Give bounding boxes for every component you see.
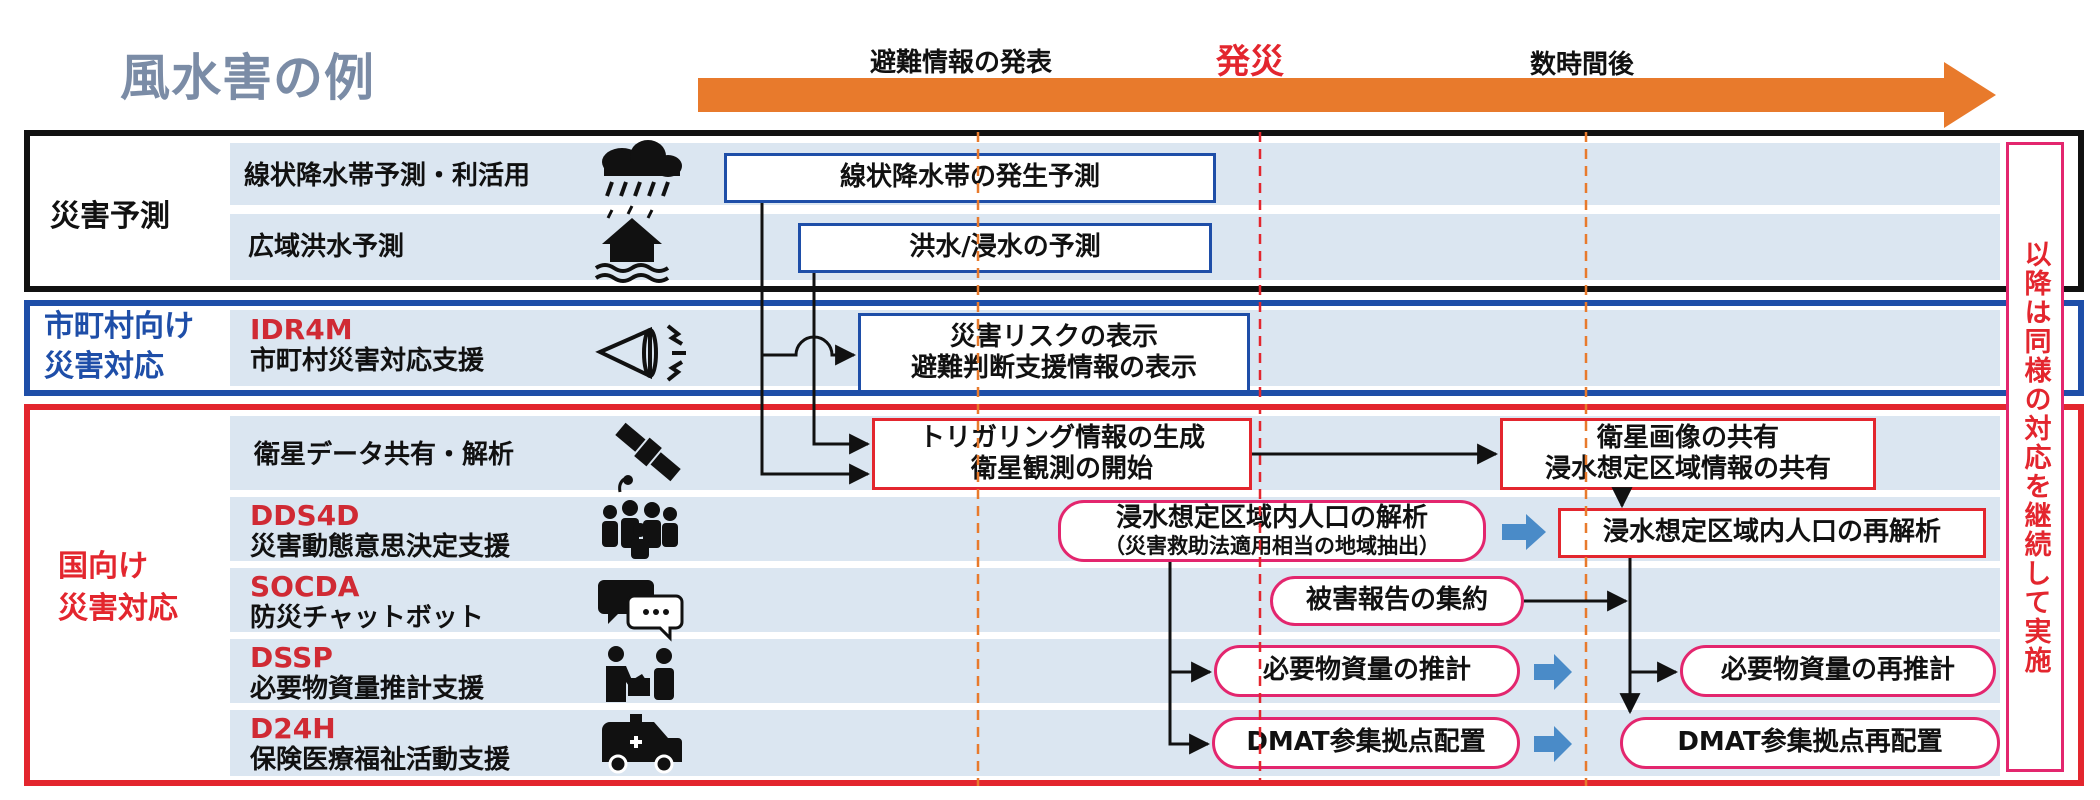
phase-hours-later: 数時間後 (1530, 50, 1635, 80)
satellite-icon (615, 422, 681, 493)
category-municipal-line1: 市町村向け (44, 309, 194, 344)
connector-flood-to-trigger (812, 273, 871, 455)
connector-rain-to-trigger (760, 203, 871, 485)
box-triggering-line2: 衛星観測の開始 (970, 454, 1153, 484)
row-bg-socda (230, 568, 2000, 632)
row-code-idr4m: IDR4M (250, 313, 353, 346)
page-title: 風水害の例 (120, 49, 375, 107)
row-code-socda: SOCDA (250, 570, 360, 603)
row-code-d24h: D24H (250, 712, 336, 745)
group-prediction (24, 130, 2084, 292)
pill-dmat-placement: DMAT参集拠点配置 (1212, 717, 1520, 769)
box-triggering: トリガリング情報の生成 衛星観測の開始 (872, 418, 1252, 490)
phase-disaster-onset: 発災 (1216, 42, 1284, 82)
box-risk-display-line1: 災害リスクの表示 (949, 321, 1158, 352)
category-prediction: 災害予測 (50, 199, 170, 234)
pill-supplies-estimate: 必要物資量の推計 (1214, 645, 1520, 697)
rain-cloud-icon (602, 140, 682, 197)
box-risk-display-line2: 避難判断支援情報の表示 (910, 353, 1197, 383)
row-label-idr4m: 市町村災害対応支援 (250, 346, 485, 376)
row-label-flood: 広域洪水予測 (248, 232, 405, 262)
box-satellite-share: 衛星画像の共有 浸水想定区域情報の共有 (1500, 418, 1876, 490)
pill-dmat-replacement: DMAT参集拠点再配置 (1620, 717, 2000, 769)
megaphone-icon (595, 324, 686, 382)
pill-population-analysis: 浸水想定区域内人口の解析 （災害救助法適用相当の地域抽出） (1058, 500, 1486, 562)
category-national-line2: 災害対応 (58, 591, 178, 626)
phase-evacuation-info: 避難情報の発表 (870, 48, 1053, 78)
row-label-satellite: 衛星データ共有・解析 (254, 440, 515, 470)
connector-rain-to-risk (762, 335, 857, 366)
box-satellite-share-line2: 浸水想定区域情報の共有 (1544, 454, 1831, 484)
flow-arrow-dmat (1534, 726, 1572, 762)
box-rain-band-prediction: 線状降水帯の発生予測 (724, 153, 1216, 203)
side-note-continue: 以降は同様の対応を継続して実施 (2006, 142, 2064, 772)
timeline-arrow (698, 62, 1996, 128)
connector-analysis-to-supplies (1168, 562, 1213, 683)
row-label-dds4d: 災害動態意思決定支援 (250, 532, 511, 562)
flow-arrow-supplies (1534, 654, 1572, 690)
category-national-line1: 国向け (58, 549, 148, 584)
box-risk-display: 災害リスクの表示 避難判断支援情報の表示 (858, 313, 1250, 393)
row-label-dssp: 必要物資量推計支援 (250, 674, 485, 704)
row-code-dssp: DSSP (250, 641, 333, 674)
connector-analysis-to-dmat (1168, 672, 1211, 755)
row-label-socda: 防災チャットボット (250, 603, 484, 633)
pill-damage-report: 被害報告の集約 (1270, 576, 1524, 626)
pill-population-analysis-main: 浸水想定区域内人口の解析 (1115, 502, 1428, 533)
box-satellite-share-line1: 衛星画像の共有 (1596, 422, 1779, 453)
pill-supplies-reestimate: 必要物資量の再推計 (1680, 645, 1996, 697)
row-label-d24h: 保険医療福祉活動支援 (250, 745, 511, 775)
row-label-rain-band: 線状降水帯予測・利活用 (244, 161, 531, 191)
category-municipal-line2: 災害対応 (44, 349, 164, 384)
box-population-reanalysis: 浸水想定区域内人口の再解析 (1558, 508, 1986, 558)
chat-bubbles-icon (598, 580, 684, 642)
group-municipal (24, 300, 2084, 396)
box-flood-prediction: 洪水/浸水の予測 (798, 223, 1212, 273)
box-triggering-line1: トリガリング情報の生成 (918, 422, 1205, 453)
ambulance-icon (602, 714, 682, 774)
flooded-house-icon (594, 205, 670, 283)
people-group-icon (602, 500, 678, 559)
supplies-icon (606, 646, 674, 702)
flow-arrow-analysis (1502, 514, 1546, 550)
pill-population-analysis-sub: （災害救助法適用相当の地域抽出） (1104, 534, 1440, 558)
row-code-dds4d: DDS4D (250, 499, 360, 532)
group-national (24, 404, 2084, 786)
